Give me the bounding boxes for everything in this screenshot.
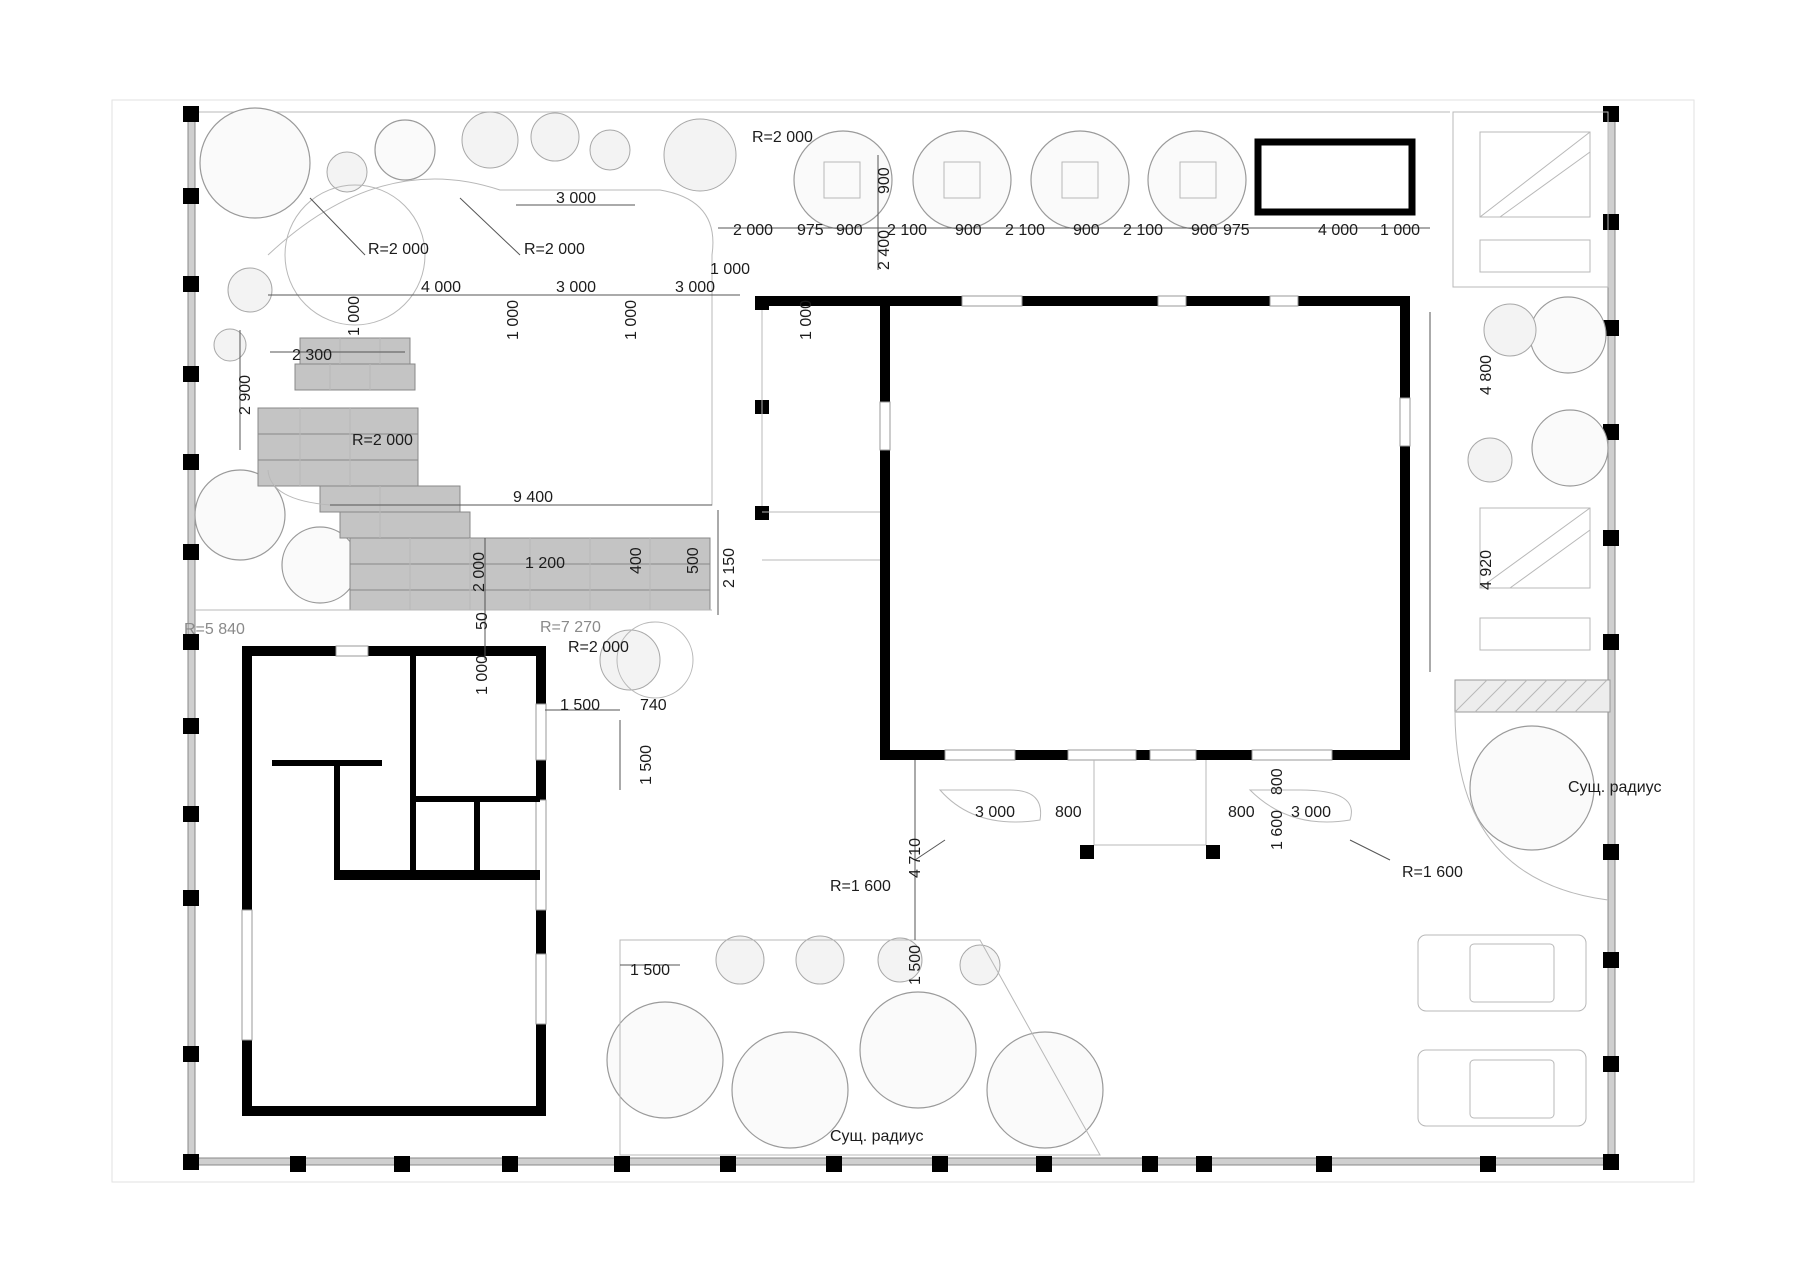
sheet-border bbox=[111, 99, 1695, 1183]
label-d4000-shed: 4 000 bbox=[1318, 222, 1358, 239]
label-r1600-right: R=1 600 bbox=[1402, 864, 1463, 881]
main-house bbox=[755, 295, 1411, 859]
label-d1000-shed: 1 000 bbox=[1380, 222, 1420, 239]
label-d3000-row: 3 000 bbox=[556, 279, 596, 296]
label-r5840: R=5 840 bbox=[184, 621, 245, 638]
label-d1000-f: 1 000 bbox=[474, 655, 491, 695]
label-d800-b: 800 bbox=[1228, 804, 1255, 821]
label-d800-a: 800 bbox=[1055, 804, 1082, 821]
right-paving-tiles bbox=[1452, 111, 1611, 713]
label-sush-bottom: Сущ. радиус bbox=[830, 1128, 924, 1145]
label-d2900: 2 900 bbox=[237, 375, 254, 415]
label-d1500-d: 1 500 bbox=[907, 945, 924, 985]
label-d975-a: 975 bbox=[797, 222, 824, 239]
label-r1600-left: R=1 600 bbox=[830, 878, 891, 895]
label-d900-c: 900 bbox=[1073, 222, 1100, 239]
label-d2000-right: 2 000 bbox=[733, 222, 773, 239]
dimension-lines bbox=[239, 155, 1431, 966]
right-side-trees bbox=[1454, 296, 1609, 901]
label-d1000-e: 1 000 bbox=[710, 261, 750, 278]
label-d4710: 4 710 bbox=[907, 838, 924, 878]
label-r2000-mid: R=2 000 bbox=[524, 241, 585, 258]
label-d3000-bl: 3 000 bbox=[975, 804, 1015, 821]
label-d740: 740 bbox=[640, 697, 667, 714]
tree-row-top bbox=[793, 130, 1247, 230]
label-r2000-lower: R=2 000 bbox=[568, 639, 629, 656]
label-d1500-a: 1 500 bbox=[560, 697, 600, 714]
label-r7270: R=7 270 bbox=[540, 619, 601, 636]
parked-cars bbox=[1417, 934, 1587, 1127]
label-d3000-row2: 3 000 bbox=[675, 279, 715, 296]
label-d900-d: 900 bbox=[1191, 222, 1218, 239]
label-d4920: 4 920 bbox=[1478, 550, 1495, 590]
label-d1200: 1 200 bbox=[525, 555, 565, 572]
label-sush-right: Сущ. радиус bbox=[1568, 779, 1662, 796]
label-d1000-b: 1 000 bbox=[505, 300, 522, 340]
lawn-outline bbox=[195, 178, 714, 699]
label-d2100-c: 2 100 bbox=[1123, 222, 1163, 239]
brick-paving bbox=[257, 337, 711, 611]
label-d900-b: 900 bbox=[955, 222, 982, 239]
label-d3000-top: 3 000 bbox=[556, 190, 596, 207]
label-d4800: 4 800 bbox=[1478, 355, 1495, 395]
label-d1000-a: 1 000 bbox=[346, 296, 363, 336]
label-d2100-a: 2 100 bbox=[887, 222, 927, 239]
label-d1500-c: 1 500 bbox=[630, 962, 670, 979]
label-d800-v: 800 bbox=[1269, 768, 1286, 795]
dimension-labels: R=2 000 R=2 000 R=2 000 R=2 000 R=2 000 … bbox=[184, 129, 1662, 1145]
label-d500: 500 bbox=[685, 547, 702, 574]
label-d2100-b: 2 100 bbox=[1005, 222, 1045, 239]
label-r2000-left: R=2 000 bbox=[368, 241, 429, 258]
label-d2150: 2 150 bbox=[721, 548, 738, 588]
fence-posts bbox=[183, 106, 1619, 1172]
label-d3000-br: 3 000 bbox=[1291, 804, 1331, 821]
shed bbox=[1254, 138, 1416, 216]
label-d50: 50 bbox=[474, 612, 491, 630]
garden-trees-top-left bbox=[194, 107, 737, 691]
label-d9400: 9 400 bbox=[513, 489, 553, 506]
label-d900-v: 900 bbox=[876, 167, 893, 194]
label-d1000-d: 1 000 bbox=[798, 300, 815, 340]
label-d2400-v: 2 400 bbox=[876, 230, 893, 270]
guest-house bbox=[241, 645, 547, 1116]
label-d400: 400 bbox=[628, 547, 645, 574]
label-d2300: 2 300 bbox=[292, 347, 332, 364]
label-d975-b: 975 bbox=[1223, 222, 1250, 239]
label-d2000-v: 2 000 bbox=[471, 552, 488, 592]
lower-trees bbox=[606, 789, 1352, 1156]
label-r2000-top: R=2 000 bbox=[752, 129, 813, 146]
label-d1600-v: 1 600 bbox=[1269, 810, 1286, 850]
label-d4000-row: 4 000 bbox=[421, 279, 461, 296]
label-d1000-c: 1 000 bbox=[623, 300, 640, 340]
label-d900-a: 900 bbox=[836, 222, 863, 239]
label-r2000-paving: R=2 000 bbox=[352, 432, 413, 449]
label-d1500-b: 1 500 bbox=[638, 745, 655, 785]
